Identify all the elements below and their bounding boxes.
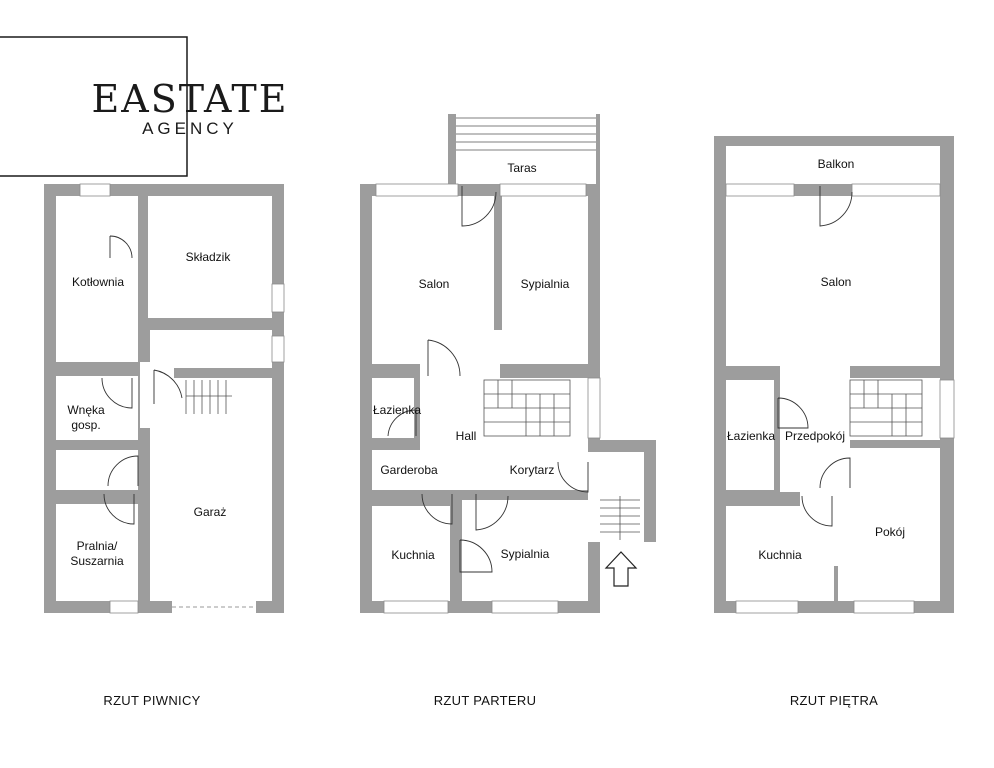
- room-pralnia: [56, 504, 138, 601]
- room-label: Łazienka: [727, 429, 775, 443]
- plan-first-floor: Balkon Salon Łazienka Przedpokój Kuchnia…: [714, 136, 955, 614]
- room-sypialnia-1: [502, 196, 588, 364]
- window: [725, 183, 795, 197]
- room-label: Łazienka: [373, 403, 421, 417]
- entrance-steps: [600, 496, 640, 540]
- room-garderoba: [372, 450, 588, 490]
- door: [777, 397, 809, 429]
- room-lazienka-upper: [726, 380, 774, 490]
- room-label: Kuchnia: [758, 548, 802, 562]
- window: [109, 600, 139, 614]
- window: [271, 283, 285, 313]
- entrance-arrow-icon: [604, 551, 638, 587]
- door: [819, 186, 853, 227]
- door: [103, 493, 135, 525]
- basement-stairs: [185, 380, 232, 414]
- room-label: Salon: [821, 275, 852, 289]
- door: [153, 369, 183, 404]
- door: [459, 539, 493, 573]
- window: [383, 600, 449, 614]
- room-label: Kotłownia: [72, 275, 124, 289]
- window: [491, 600, 559, 614]
- door: [421, 493, 453, 525]
- door: [461, 186, 497, 227]
- window: [851, 183, 941, 197]
- door: [475, 494, 509, 531]
- window: [939, 379, 955, 439]
- ground-stairs: [483, 379, 571, 437]
- terrace-steps: [456, 117, 596, 151]
- door: [107, 455, 139, 487]
- room-kotlownia: [56, 196, 138, 362]
- room-sypialnia-2: [462, 500, 588, 601]
- room-balkon: [726, 146, 940, 184]
- window: [735, 600, 799, 614]
- room-label: Korytarz: [510, 463, 555, 477]
- logo-tagline: AGENCY: [142, 119, 238, 138]
- plan-ground-floor: Taras Salon Sypialnia Łazienka Hall Gard…: [360, 114, 656, 614]
- room-label: Wnęka: [67, 403, 105, 417]
- window: [271, 335, 285, 363]
- door: [109, 235, 133, 259]
- upper-passage: [800, 492, 840, 566]
- room-label: Hall: [456, 429, 477, 443]
- window: [79, 183, 111, 197]
- caption-basement: RZUT PIWNICY: [103, 693, 200, 708]
- room-label: Kuchnia: [391, 548, 435, 562]
- room-label: Salon: [419, 277, 450, 291]
- logo-frame: [0, 36, 188, 177]
- door: [387, 409, 417, 437]
- door: [427, 339, 461, 377]
- door: [557, 461, 589, 493]
- room-label: Składzik: [186, 250, 232, 264]
- room-label: Sypialnia: [501, 547, 550, 561]
- room-label: Garaż: [194, 505, 227, 519]
- logo: EASTATE AGENCY: [0, 36, 289, 177]
- room-skladzik: [148, 196, 272, 318]
- room-lazienka: [372, 378, 414, 438]
- room-closet: [56, 450, 138, 490]
- room-opening: [494, 330, 502, 364]
- korytarz: [596, 452, 644, 496]
- caption-ground-floor: RZUT PARTERU: [434, 693, 537, 708]
- window: [587, 377, 601, 439]
- door: [801, 495, 833, 527]
- plan-basement: Kotłownia Składzik Wnęka gosp. Garaż Pra…: [44, 183, 285, 614]
- window: [375, 183, 459, 197]
- room-label: Taras: [507, 161, 536, 175]
- upper-stair-area: [850, 378, 940, 440]
- basement-passage: [140, 362, 174, 428]
- window: [853, 600, 915, 614]
- room-label: Balkon: [818, 157, 855, 171]
- window: [499, 183, 587, 197]
- room-label: Sypialnia: [521, 277, 570, 291]
- logo-name: EASTATE: [92, 77, 289, 121]
- room-wneka: [56, 376, 138, 440]
- upper-stairs: [849, 379, 923, 437]
- room-label: Pokój: [875, 525, 905, 539]
- room-label: gosp.: [71, 418, 100, 432]
- room-label: Garderoba: [380, 463, 438, 477]
- room-kuchnia: [372, 506, 450, 601]
- room-label: Suszarnia: [70, 554, 124, 568]
- door: [101, 377, 133, 409]
- room-label: Pralnia/: [77, 539, 118, 553]
- room-label: Przedpokój: [785, 429, 845, 443]
- room-pokoj: [838, 448, 940, 601]
- door: [819, 457, 851, 489]
- room-storage-strip: [150, 330, 272, 368]
- room-salon-upper: [726, 196, 940, 366]
- caption-first-floor: RZUT PIĘTRA: [790, 693, 878, 708]
